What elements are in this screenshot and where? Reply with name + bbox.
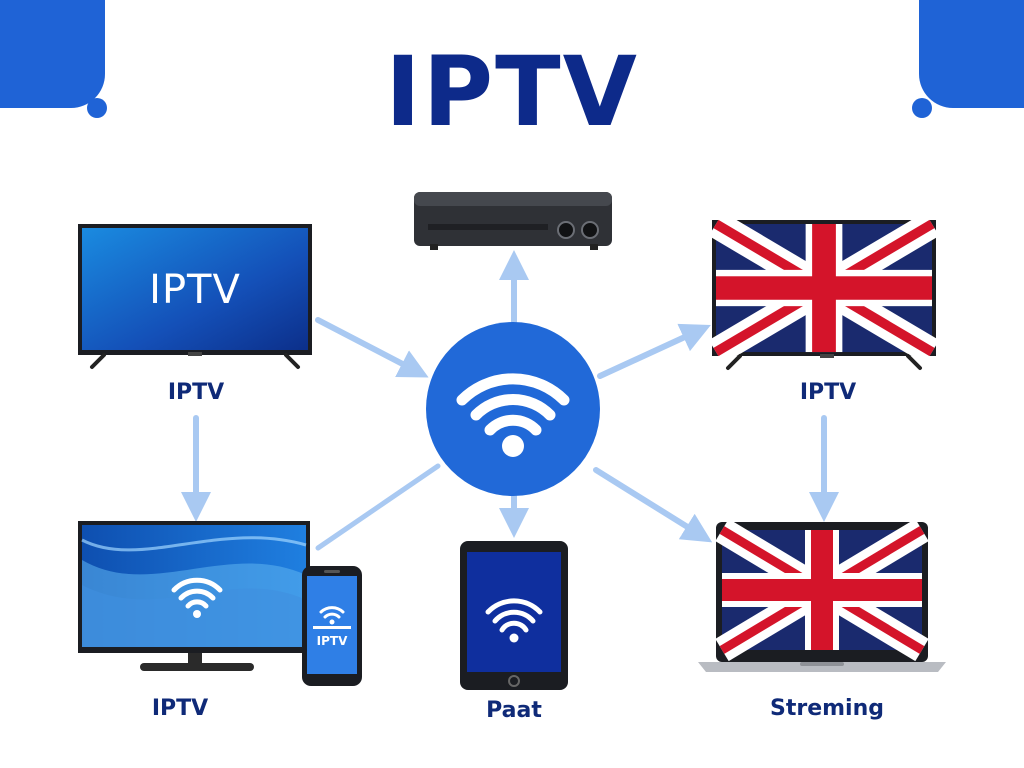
- union-jack-flag: [716, 224, 932, 352]
- tablet: [460, 541, 568, 690]
- decor-dot-right: [912, 98, 932, 118]
- wifi-icon: [485, 598, 543, 643]
- phone-screen-text: IPTV: [316, 634, 348, 648]
- corner-decoration-top-left: [0, 0, 105, 108]
- wifi-icon: [171, 577, 223, 618]
- set-top-box-icon: [414, 192, 612, 250]
- phone: [302, 566, 362, 686]
- tv-screen-text: IPTV: [149, 267, 241, 313]
- wifi-icon: [319, 606, 345, 625]
- label-tv-top-left: IPTV: [167, 380, 225, 405]
- tv-bottom-left: [78, 521, 310, 671]
- label-tv-bottom-left: IPTV: [151, 696, 209, 721]
- tv-top-left: [78, 224, 312, 369]
- union-jack-flag: [722, 530, 922, 650]
- wifi-icon: [456, 373, 570, 457]
- tv-top-right: [712, 220, 936, 370]
- decor-dot-left: [87, 98, 107, 118]
- page-title: IPTV: [385, 36, 639, 148]
- connector-arrows: [181, 250, 839, 551]
- wifi-hub: [426, 322, 600, 496]
- label-tv-top-right: IPTV: [799, 380, 857, 405]
- laptop: [698, 522, 946, 672]
- corner-decoration-top-right: [919, 0, 1024, 108]
- label-laptop: Streming: [769, 696, 884, 721]
- label-tablet: Paat: [486, 698, 542, 723]
